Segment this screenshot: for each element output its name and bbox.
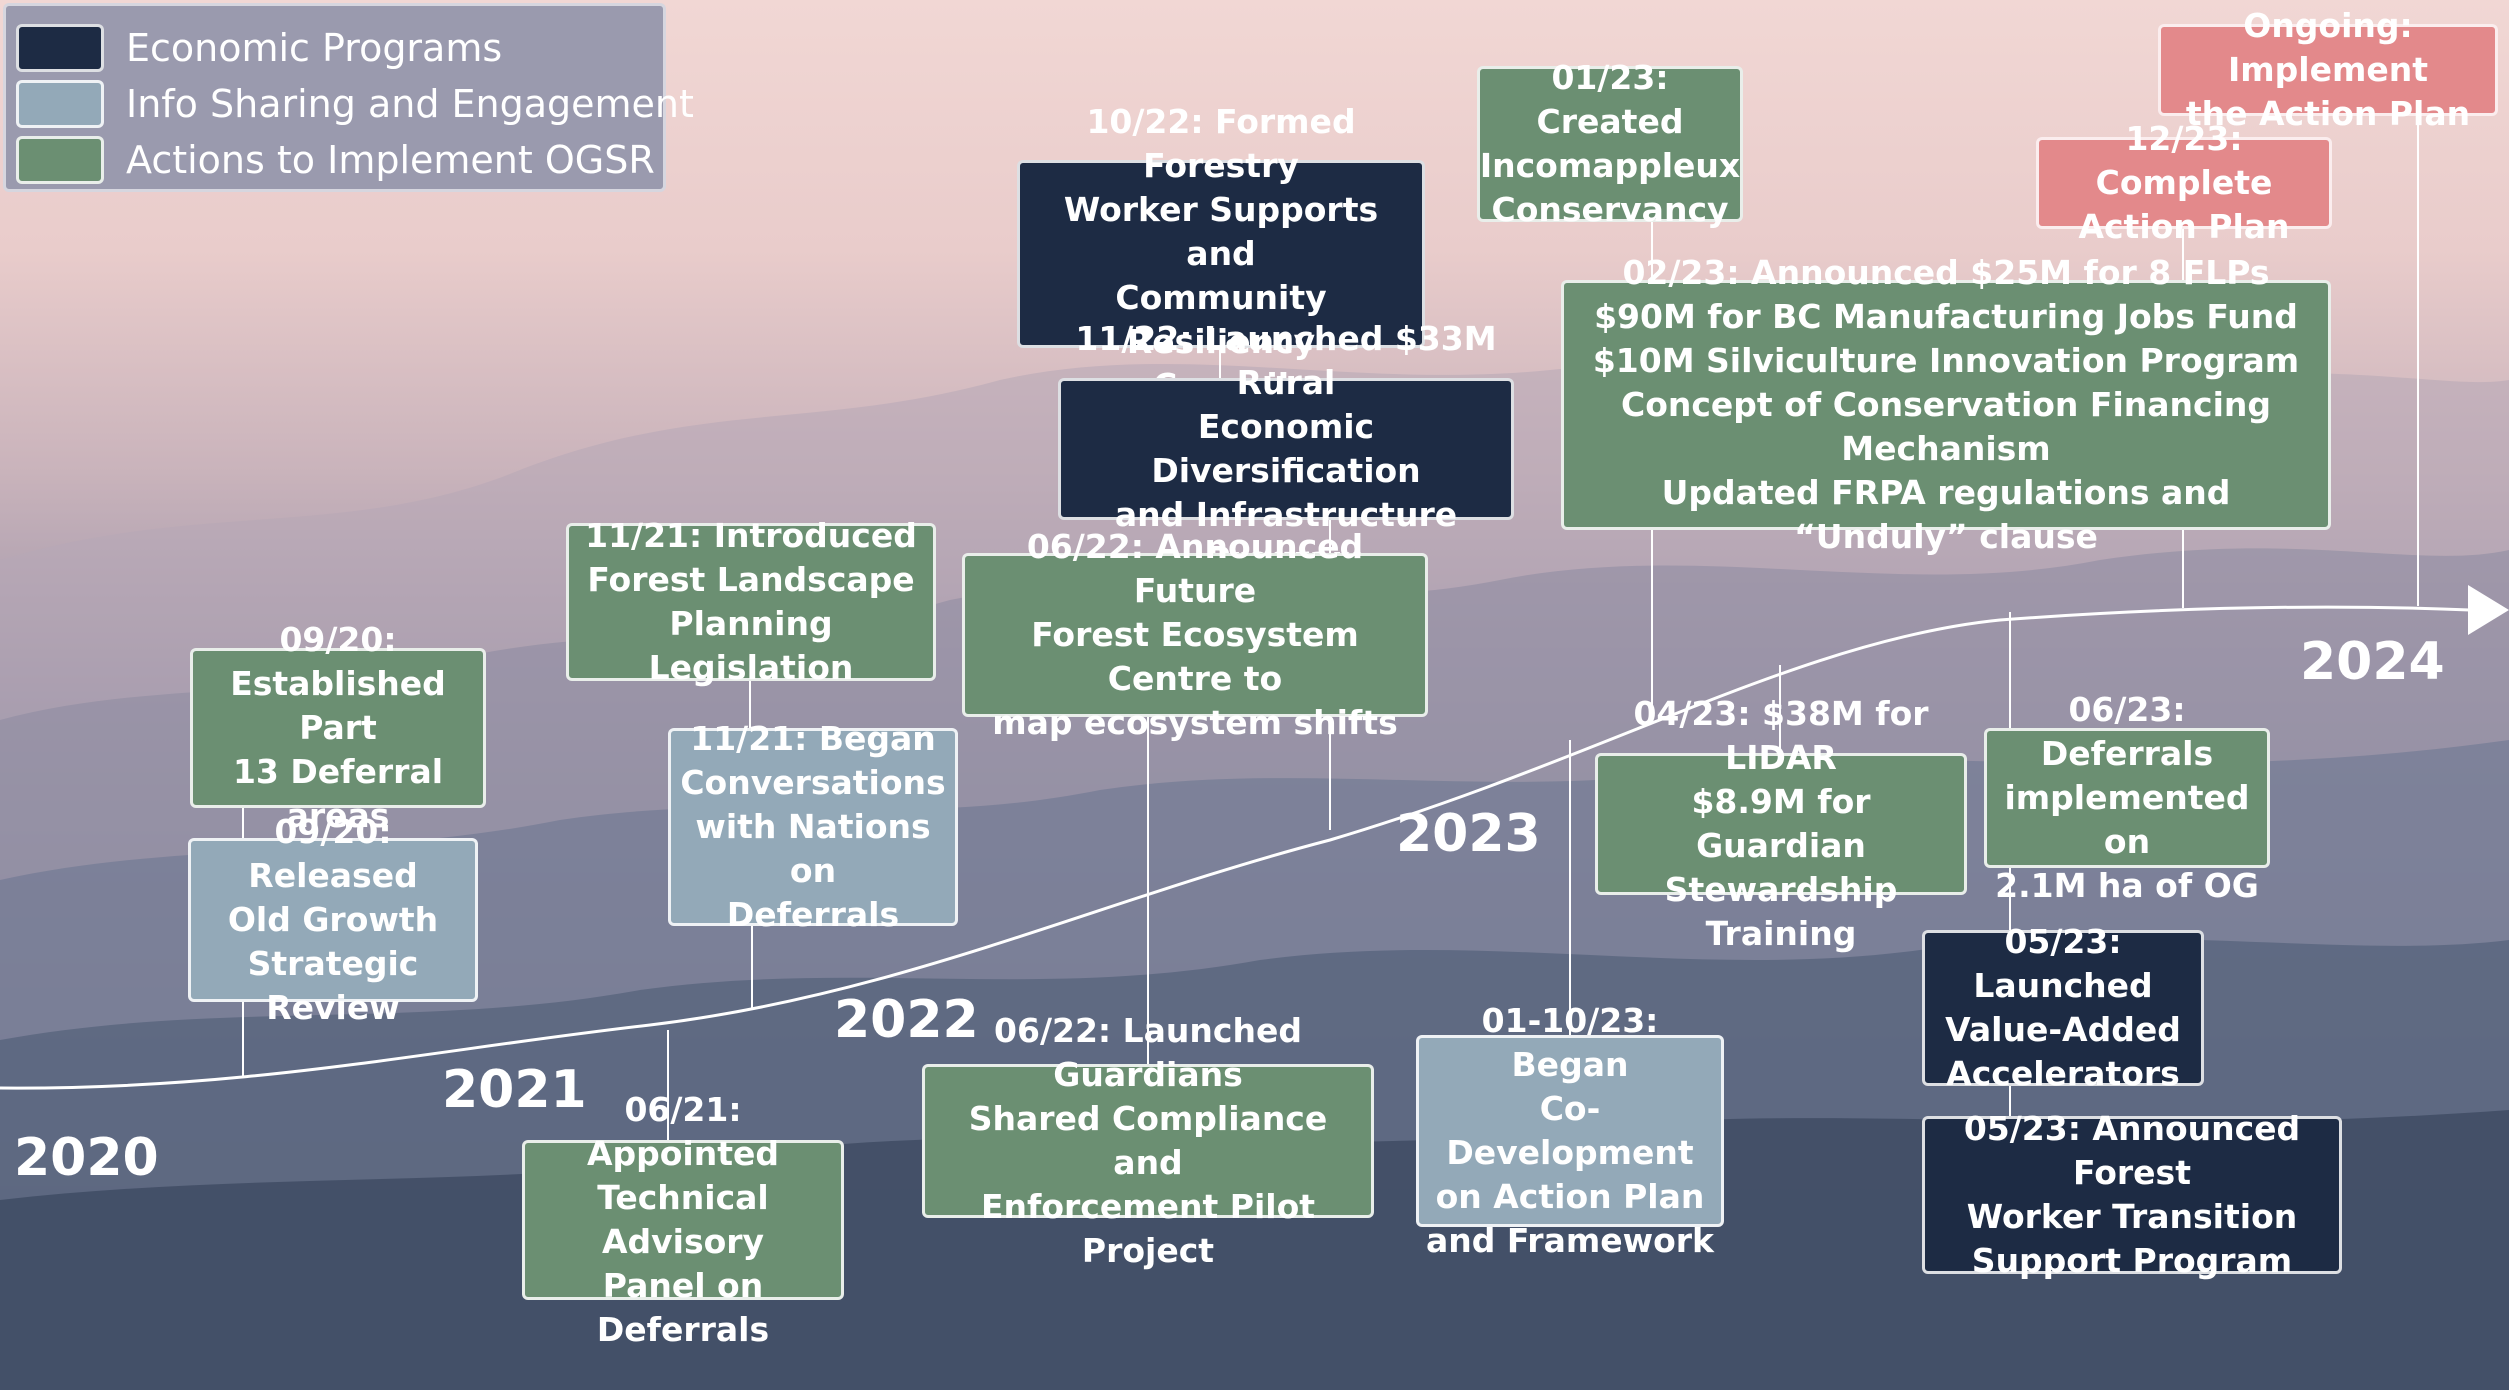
year-label-2020: 2020 <box>14 1128 159 1188</box>
year-label-2023: 2023 <box>1396 804 1541 864</box>
event-0621-advisory-panel: 06/21: Appointed Technical Advisory Pane… <box>522 1090 844 1349</box>
event-0523-value-added-accelerators: 05/23: Launched Value-Added Accelerators <box>1922 922 2204 1093</box>
timeline-arrowhead <box>2468 585 2509 635</box>
event-0920-deferral-areas: 09/20: Established Part 13 Deferral area… <box>190 620 486 835</box>
event-1121-conversations: 11/21: Began Conversations with Nations … <box>668 719 958 934</box>
event-1122-rural-program: 11/22: Launched $33M Rural Economic Dive… <box>1058 319 1514 578</box>
event-1223-complete-action-plan: 12/23: Complete Action Plan <box>2036 119 2332 246</box>
event-0622-guardians-pilot: 06/22: Launched Guardians Shared Complia… <box>922 1011 1374 1270</box>
event-1022-resiliency-council: 10/22: Formed Forestry Worker Supports a… <box>1017 102 1425 405</box>
year-label-2022: 2022 <box>834 990 979 1050</box>
legend-swatch-info <box>16 80 104 128</box>
event-0523-transition-support: 05/23: Announced Forest Worker Transitio… <box>1922 1109 2342 1280</box>
event-0920-strategic-review: 09/20: Released Old Growth Strategic Rev… <box>188 812 478 1027</box>
year-label-2024: 2024 <box>2300 632 2445 692</box>
legend-label-info: Info Sharing and Engagement <box>126 82 694 126</box>
legend-label-actions: Actions to Implement OGSR <box>126 138 655 182</box>
legend-item-economic: Economic Programs <box>16 22 502 74</box>
legend-swatch-economic <box>16 24 104 72</box>
event-1121-legislation: 11/21: Introduced Forest Landscape Plann… <box>566 516 936 687</box>
event-0223-funding-announcements: 02/23: Announced $25M for 8 FLPs $90M fo… <box>1561 253 2331 556</box>
event-ongoing-implement-plan: Ongoing: Implement the Action Plan <box>2158 6 2498 133</box>
event-0622-ecosystem-centre: 06/22: Announced Future Forest Ecosystem… <box>962 527 1428 742</box>
connector-lines <box>242 115 2419 1140</box>
event-0423-lidar-funding: 04/23: $38M for LIDAR $8.9M for Guardian… <box>1595 694 1967 953</box>
event-0123-conservancy: 01/23: Created Incomappleux Conservancy <box>1477 58 1743 229</box>
legend-item-info: Info Sharing and Engagement <box>16 78 694 130</box>
legend-item-actions: Actions to Implement OGSR <box>16 134 655 186</box>
legend-label-economic: Economic Programs <box>126 26 503 70</box>
event-0110-co-development: 01-10/23: Began Co-Development on Action… <box>1416 1001 1724 1260</box>
legend: Economic Programs Info Sharing and Engag… <box>3 3 694 192</box>
timeline-curve <box>0 605 2471 1090</box>
legend-swatch-actions <box>16 136 104 184</box>
year-label-2021: 2021 <box>442 1060 587 1120</box>
event-0623-deferrals-implemented: 06/23: Deferrals implemented on 2.1M ha … <box>1984 690 2270 905</box>
